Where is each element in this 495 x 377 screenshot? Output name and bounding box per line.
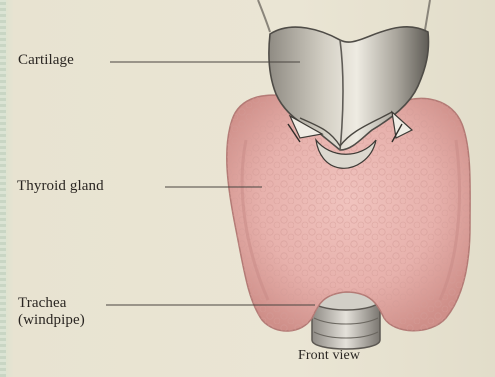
thyroid-gland-label: Thyroid gland bbox=[17, 178, 104, 195]
cartilage-label: Cartilage bbox=[18, 52, 74, 69]
diagram-caption: Front view bbox=[298, 348, 360, 364]
trachea-label-line1: Trachea bbox=[18, 295, 85, 312]
trachea-label-line2: (windpipe) bbox=[18, 312, 85, 329]
trachea-label: Trachea (windpipe) bbox=[18, 295, 85, 329]
